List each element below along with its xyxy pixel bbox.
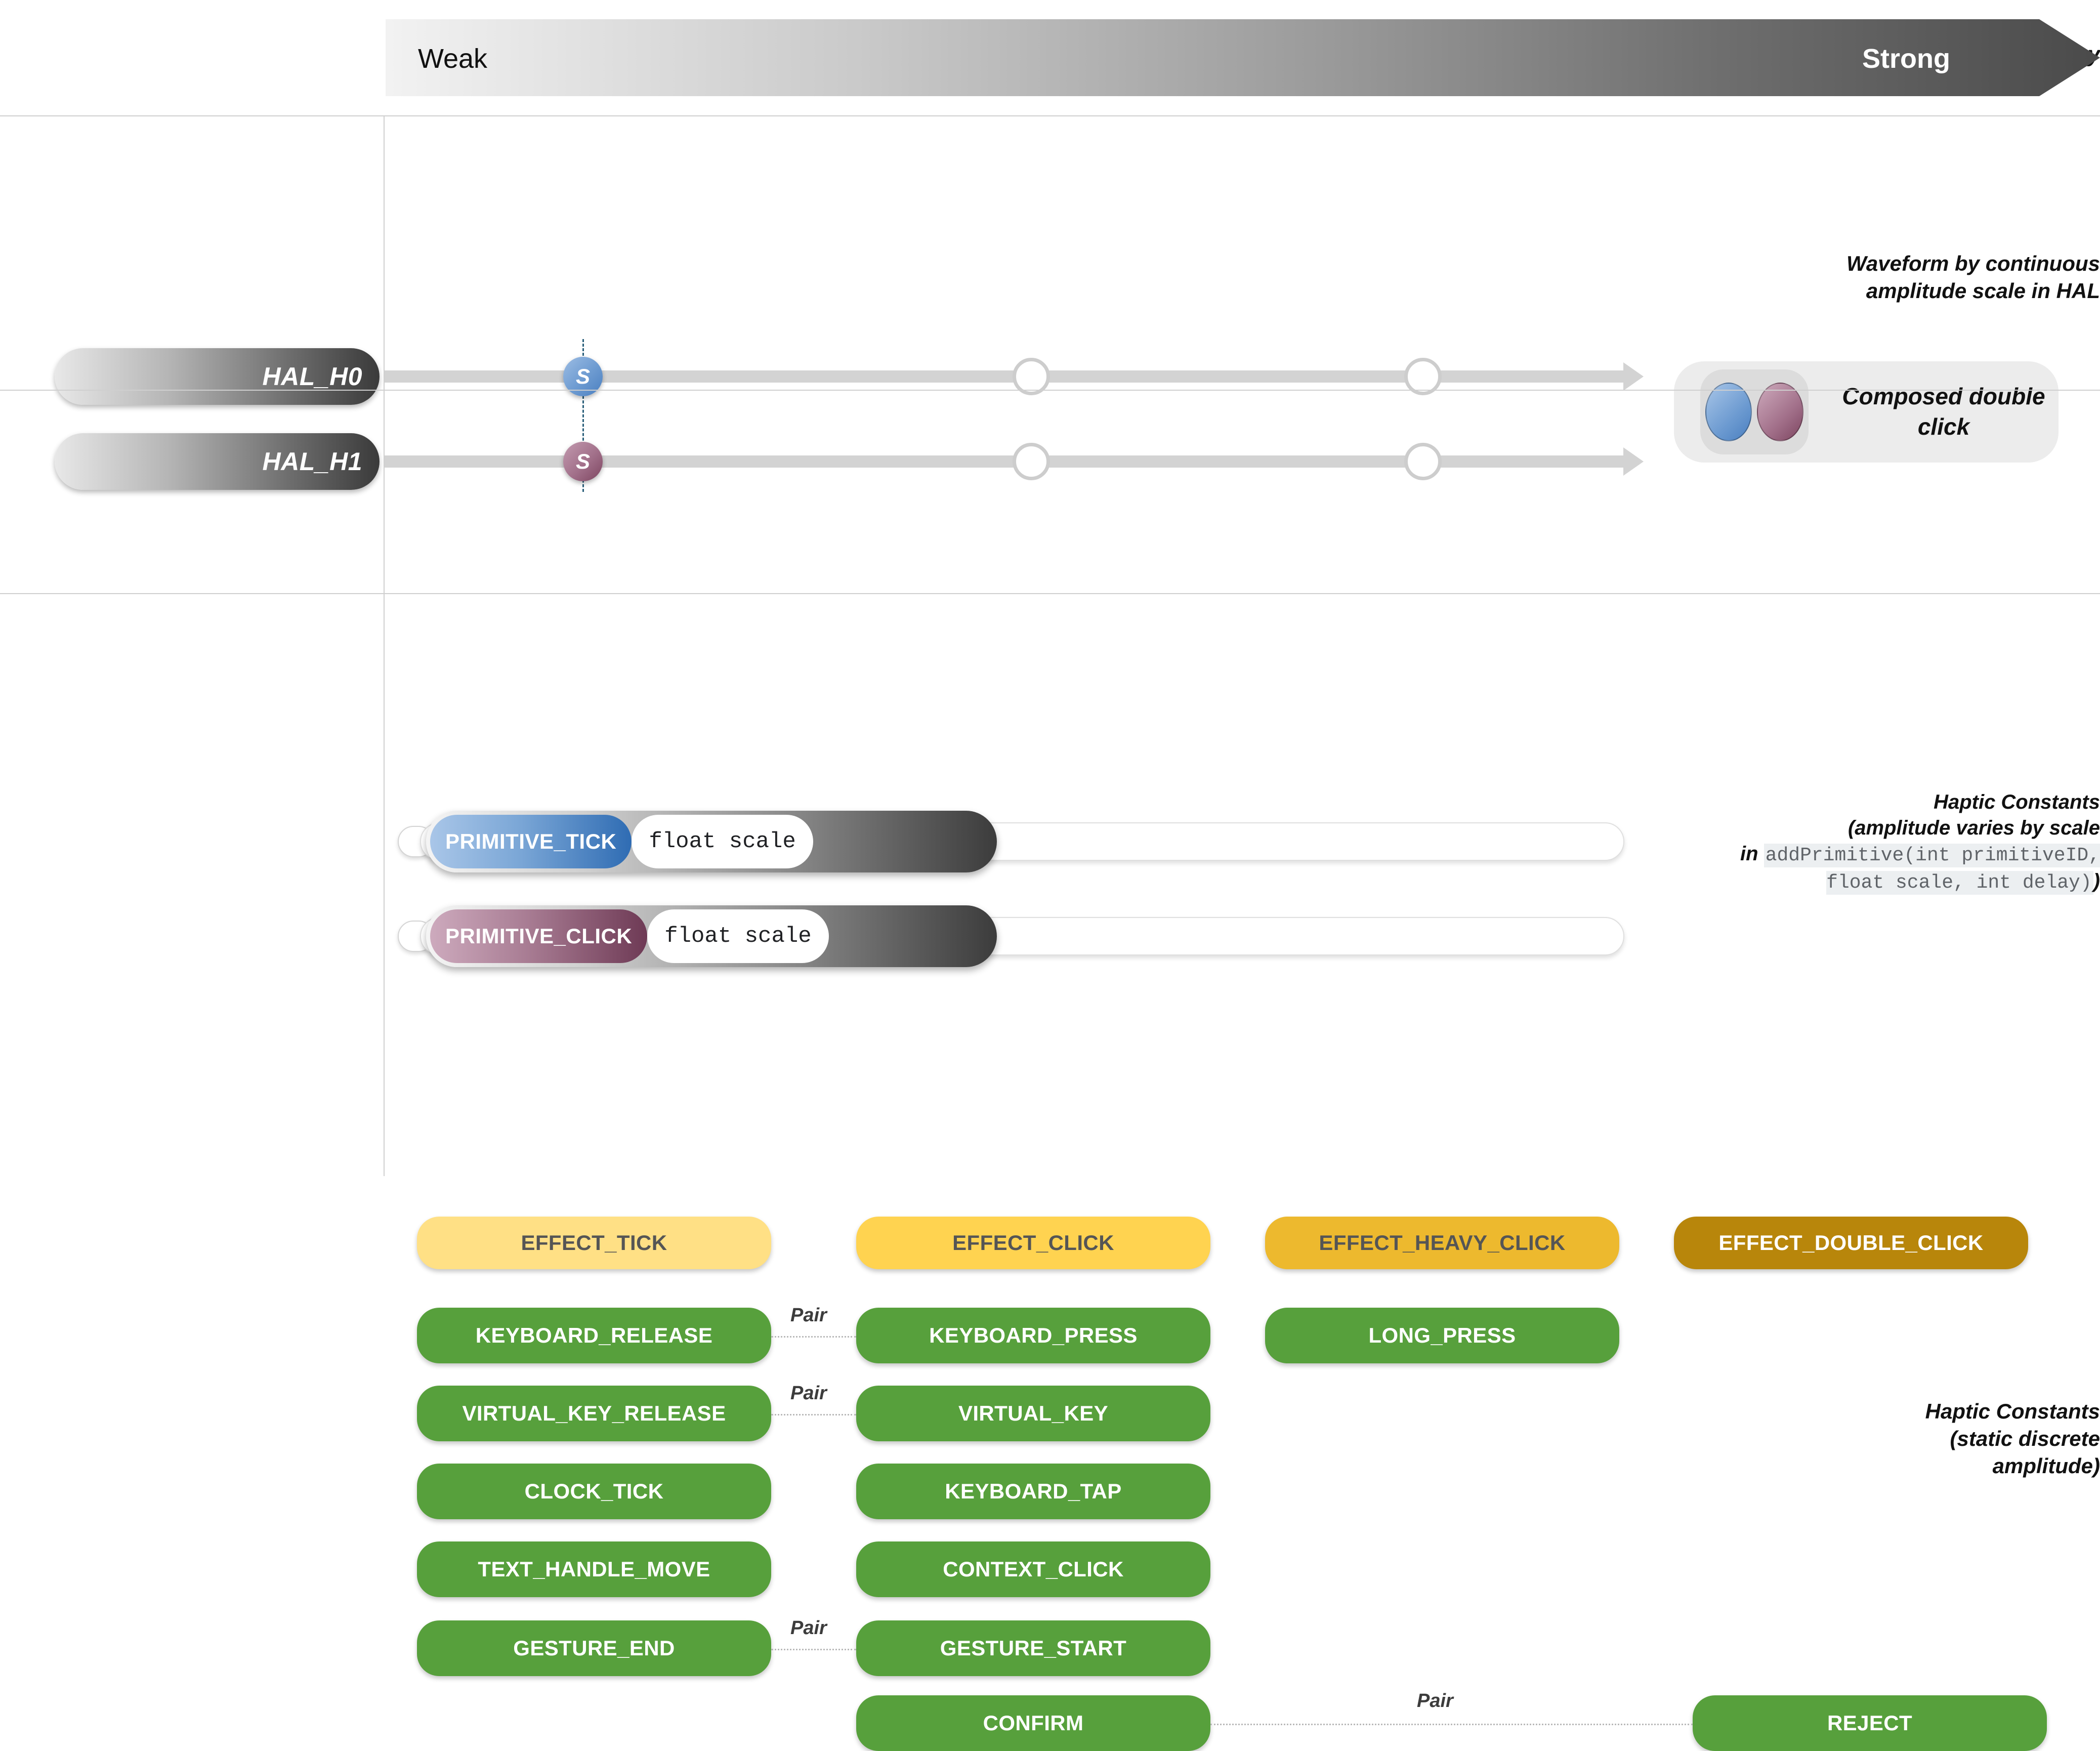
hal-h1-label: HAL_H1 <box>262 447 362 476</box>
hal-h1-node-mid <box>1013 443 1050 480</box>
hal-h0-node-high <box>1404 358 1442 395</box>
context-click-label: CONTEXT_CLICK <box>943 1557 1124 1581</box>
pair-label-virtual-key: Pair <box>790 1383 827 1404</box>
const-pill-keyboard-release[interactable]: KEYBOARD_RELEASE <box>417 1308 771 1363</box>
hal-h0-arrowhead <box>1623 362 1644 391</box>
column-divider <box>384 115 385 1176</box>
hal-h0-capsule: HAL_H0 <box>55 348 380 405</box>
primitive-click-value: float scale <box>647 909 829 963</box>
primitive-label-line2: (amplitude varies by scale <box>1847 817 2100 840</box>
divider-3 <box>0 593 2100 594</box>
const-pill-keyboard-press[interactable]: KEYBOARD_PRESS <box>856 1308 1210 1363</box>
hal-h1-capsule: HAL_H1 <box>55 433 380 490</box>
effect-pill-click[interactable]: EFFECT_CLICK <box>856 1217 1210 1269</box>
divider-1 <box>0 115 2100 116</box>
energy-strong-label: Strong <box>1862 44 1950 74</box>
const-pill-virtual-key-release[interactable]: VIRTUAL_KEY_RELEASE <box>417 1386 771 1441</box>
primitive-click-name: PRIMITIVE_CLICK <box>430 909 648 963</box>
hal-h0-label: HAL_H0 <box>262 362 362 391</box>
hal-h1-scale-marker[interactable]: S <box>563 442 603 481</box>
effect-tick-label: EFFECT_TICK <box>521 1231 667 1255</box>
hal-h1-node-high <box>1404 443 1442 480</box>
composed-dot-tick-icon <box>1705 383 1752 441</box>
hal-h0-node-mid <box>1013 358 1050 395</box>
composed-double-click-icon <box>1700 369 1809 454</box>
effect-pill-heavy-click[interactable]: EFFECT_HEAVY_CLICK <box>1265 1217 1619 1269</box>
hal-h1-arrowhead <box>1623 447 1644 476</box>
effect-click-label: EFFECT_CLICK <box>952 1231 1114 1255</box>
effect-pill-tick[interactable]: EFFECT_TICK <box>417 1217 771 1269</box>
static-constants-row: Haptic Constants (static discrete amplit… <box>0 593 2100 1751</box>
conceptual-energy-row: Conceptual energy Weak Strong <box>0 0 2100 115</box>
static-label-line1: Haptic Constants <box>1925 1399 2100 1423</box>
pair-line-keyboard <box>771 1336 856 1338</box>
pair-line-virtual-key <box>771 1414 856 1415</box>
pair-line-confirm-reject <box>1210 1724 1693 1725</box>
energy-weak-label: Weak <box>418 44 488 74</box>
keyboard-press-label: KEYBOARD_PRESS <box>929 1323 1138 1347</box>
hal-h0-marker-text: S <box>575 364 590 388</box>
virtual-key-release-label: VIRTUAL_KEY_RELEASE <box>462 1401 726 1425</box>
primitive-tick-name: PRIMITIVE_TICK <box>430 815 632 868</box>
effect-double-click-label: EFFECT_DOUBLE_CLICK <box>1718 1231 1984 1255</box>
const-pill-confirm[interactable]: CONFIRM <box>856 1695 1210 1751</box>
effect-heavy-click-label: EFFECT_HEAVY_CLICK <box>1319 1231 1566 1255</box>
primitive-label-in: in <box>1740 843 1764 865</box>
pair-label-confirm-reject: Pair <box>1417 1690 1453 1712</box>
primitive-constants-row: Haptic Constants (amplitude varies by sc… <box>0 390 2100 967</box>
pair-line-gesture <box>771 1649 856 1650</box>
composed-double-click-label: Composed double click <box>1842 383 2045 440</box>
virtual-key-label: VIRTUAL_KEY <box>958 1401 1109 1425</box>
clock-tick-label: CLOCK_TICK <box>524 1479 664 1503</box>
gesture-start-label: GESTURE_START <box>940 1636 1127 1660</box>
const-pill-long-press[interactable]: LONG_PRESS <box>1265 1308 1619 1363</box>
primitive-tick-value: float scale <box>632 815 813 868</box>
text-handle-move-label: TEXT_HANDLE_MOVE <box>478 1557 710 1581</box>
pair-label-keyboard: Pair <box>790 1305 827 1326</box>
const-pill-gesture-end[interactable]: GESTURE_END <box>417 1620 771 1676</box>
static-row-label: Haptic Constants (static discrete amplit… <box>1726 1398 2100 1479</box>
hal-h0-dash-top <box>582 339 585 369</box>
energy-gradient-arrow <box>386 19 2100 96</box>
hal-waveform-row: Waveform by continuous amplitude scale i… <box>0 116 2100 492</box>
reject-label: REJECT <box>1827 1711 1913 1735</box>
primitive-label-close: ) <box>2093 870 2100 892</box>
composed-dot-click-icon <box>1757 383 1803 441</box>
const-pill-context-click[interactable]: CONTEXT_CLICK <box>856 1541 1210 1597</box>
const-pill-keyboard-tap[interactable]: KEYBOARD_TAP <box>856 1464 1210 1519</box>
gesture-end-label: GESTURE_END <box>513 1636 675 1660</box>
keyboard-release-label: KEYBOARD_RELEASE <box>475 1323 713 1347</box>
hal-row-label: Waveform by continuous amplitude scale i… <box>1846 252 2100 303</box>
const-pill-text-handle-move[interactable]: TEXT_HANDLE_MOVE <box>417 1541 771 1597</box>
effect-pill-double-click[interactable]: EFFECT_DOUBLE_CLICK <box>1674 1217 2028 1269</box>
keyboard-tap-label: KEYBOARD_TAP <box>945 1479 1122 1503</box>
primitive-label-line1: Haptic Constants <box>1934 791 2100 813</box>
static-label-line3: amplitude) <box>1992 1453 2100 1478</box>
long-press-label: LONG_PRESS <box>1368 1323 1516 1347</box>
const-pill-reject[interactable]: REJECT <box>1693 1695 2047 1751</box>
primitive-row-label: Haptic Constants (amplitude varies by sc… <box>1731 789 2100 896</box>
confirm-label: CONFIRM <box>983 1711 1084 1735</box>
const-pill-clock-tick[interactable]: CLOCK_TICK <box>417 1464 771 1519</box>
hal-h1-marker-text: S <box>575 449 590 473</box>
pair-label-gesture: Pair <box>790 1617 827 1639</box>
const-pill-gesture-start[interactable]: GESTURE_START <box>856 1620 1210 1676</box>
primitive-click-chip[interactable]: PRIMITIVE_CLICK float scale <box>426 905 997 967</box>
const-pill-virtual-key[interactable]: VIRTUAL_KEY <box>856 1386 1210 1441</box>
primitive-tick-chip[interactable]: PRIMITIVE_TICK float scale <box>426 811 997 872</box>
static-label-line2: (static discrete <box>1950 1426 2100 1450</box>
divider-2 <box>0 390 2100 391</box>
composed-double-click-card: Composed double click <box>1674 361 2059 463</box>
